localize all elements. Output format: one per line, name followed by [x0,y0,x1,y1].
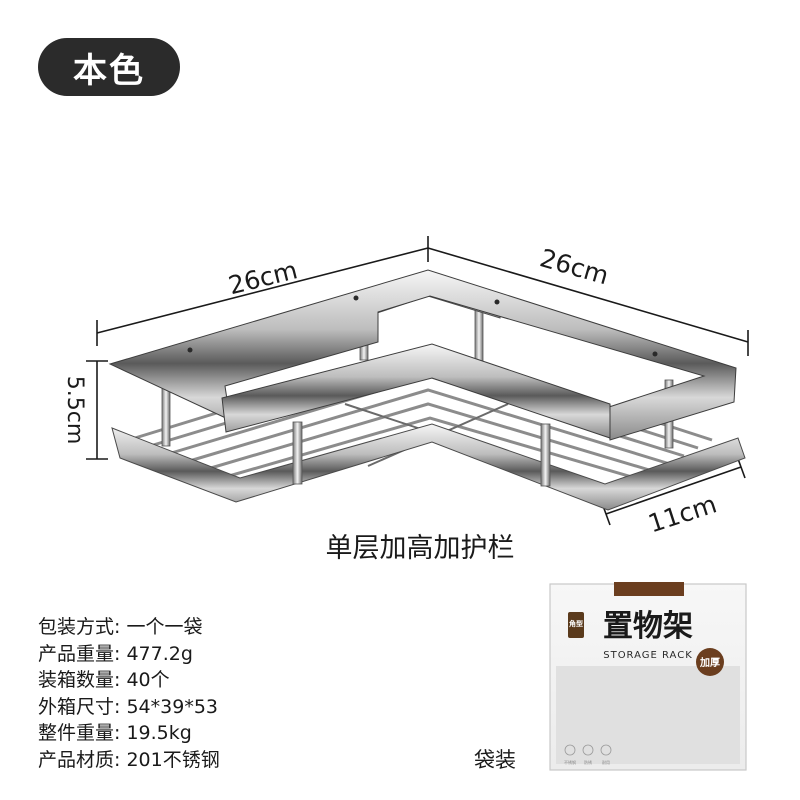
spec-item: 装箱数量: 40个 [38,667,378,694]
package-brown-strip [614,582,684,596]
spec-item: 整件重量: 19.5kg [38,720,378,747]
color-variant-label: 本色 [73,50,145,91]
package-image: 角型 置物架 STORAGE RACK 加厚 不锈钢 防锈 耐用 [549,582,747,771]
spec-value: 一个一袋 [126,616,203,638]
spec-separator: : [114,748,127,771]
package-seal [696,648,724,676]
color-variant-tag[interactable]: 本色 [38,38,180,96]
package-icon-caption-3: 耐用 [602,759,610,765]
spec-item: 包装方式: 一个一袋 [38,614,378,641]
spec-separator: : [114,669,127,691]
spec-label: 包装方式 [38,616,115,638]
package-badge [568,612,584,638]
spec-label: 产品材质 [38,748,115,771]
package-badge-text: 角型 [569,619,583,628]
dimension-side-left: 26cm [226,255,301,300]
spec-label: 产品重量 [38,642,115,665]
spec-separator: : [114,642,127,665]
quality-icon [564,744,576,756]
spec-label: 装箱数量 [38,669,115,691]
spec-value: 19.5kg [126,722,192,744]
spec-separator: : [114,722,127,744]
spec-label: 整件重量 [38,722,115,744]
product-drawing: 26cm 26cm 5.5cm 11cm [62,236,749,539]
spec-label: 外箱尺寸 [38,695,115,718]
spec-value: 201不锈钢 [126,748,220,771]
spec-item: 外箱尺寸: 54*39*53 [38,694,378,721]
packaging-label: 袋装 [474,748,516,772]
package-subtitle: STORAGE RACK [603,650,693,661]
shield-icon [582,744,594,756]
spec-value: 40个 [126,669,170,691]
spec-item: 产品材质: 201不锈钢 [38,747,378,774]
spec-separator: : [114,695,127,718]
droplet-icon [600,744,612,756]
corner-rack [108,269,746,511]
package-title: 置物架 [603,609,693,644]
package-icon-caption-1: 不锈钢 [564,759,576,765]
package-icon-caption-2: 防锈 [584,759,592,765]
package-seal-text: 加厚 [699,656,720,669]
spec-value: 477.2g [126,642,193,665]
rack-front-rail [221,343,611,439]
rack-screw-holes [187,295,658,357]
spec-item: 产品重量: 477.2g [38,641,378,668]
rack-guard-rail [108,269,737,441]
package-feature-icons [564,744,612,756]
dimension-height: 5.5cm [62,376,87,445]
spec-separator: : [114,616,127,638]
dimension-lines [86,236,749,526]
variant-caption: 单层加高加护栏 [325,533,515,564]
spec-value: 54*39*53 [126,695,218,718]
rack-bottom-frame [111,423,746,511]
